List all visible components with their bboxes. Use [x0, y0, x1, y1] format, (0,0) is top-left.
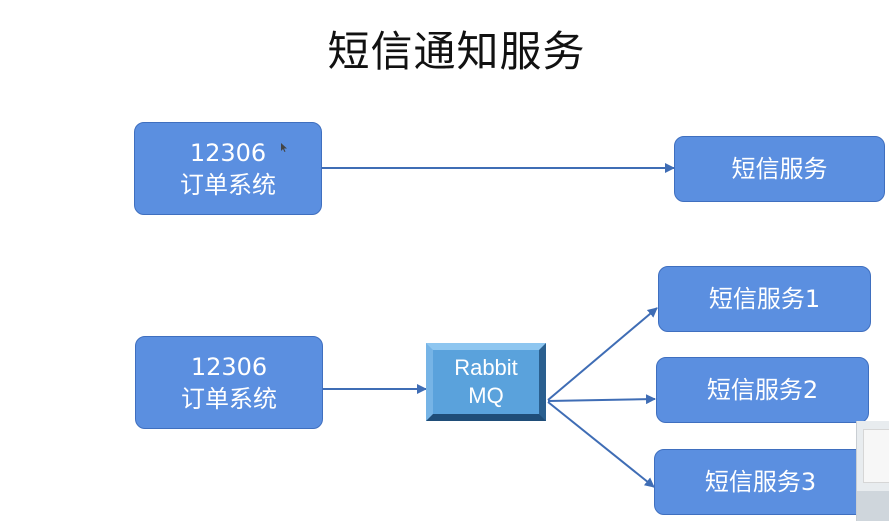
- video-thumbnail: [856, 421, 889, 521]
- arrow-mq-to-sms-1: [547, 307, 658, 401]
- rabbitmq-node: Rabbit MQ: [426, 343, 546, 421]
- room-floor-image: [857, 491, 889, 521]
- order-system-label: 订单系统: [180, 170, 276, 199]
- order-system-node-bottom: 12306 订单系统: [135, 336, 323, 429]
- order-system-label: 订单系统: [181, 384, 277, 413]
- sms-service-label: 短信服务: [731, 155, 828, 183]
- mouse-pointer-icon: [281, 143, 287, 152]
- sms-service-1-node: 短信服务1: [658, 266, 871, 332]
- sms-service-3-label: 短信服务3: [704, 468, 817, 496]
- order-system-id: 12306: [189, 138, 267, 167]
- sms-service-2-label: 短信服务2: [706, 376, 819, 404]
- whiteboard-image: [863, 429, 889, 483]
- page-title: 短信通知服务: [327, 27, 586, 76]
- rabbitmq-label-line1: Rabbit: [454, 355, 518, 380]
- rabbitmq-label-line2: MQ: [468, 383, 504, 408]
- order-system-id: 12306: [190, 352, 268, 381]
- arrow-mq-to-sms-2: [547, 394, 656, 405]
- sms-service-node: 短信服务: [674, 136, 885, 202]
- sms-service-1-label: 短信服务1: [708, 285, 821, 313]
- sms-service-2-node: 短信服务2: [656, 357, 869, 423]
- sms-service-3-node: 短信服务3: [654, 449, 867, 515]
- order-system-node-top: 12306 订单系统: [134, 122, 322, 215]
- arrow-mq-to-sms-3: [547, 401, 655, 488]
